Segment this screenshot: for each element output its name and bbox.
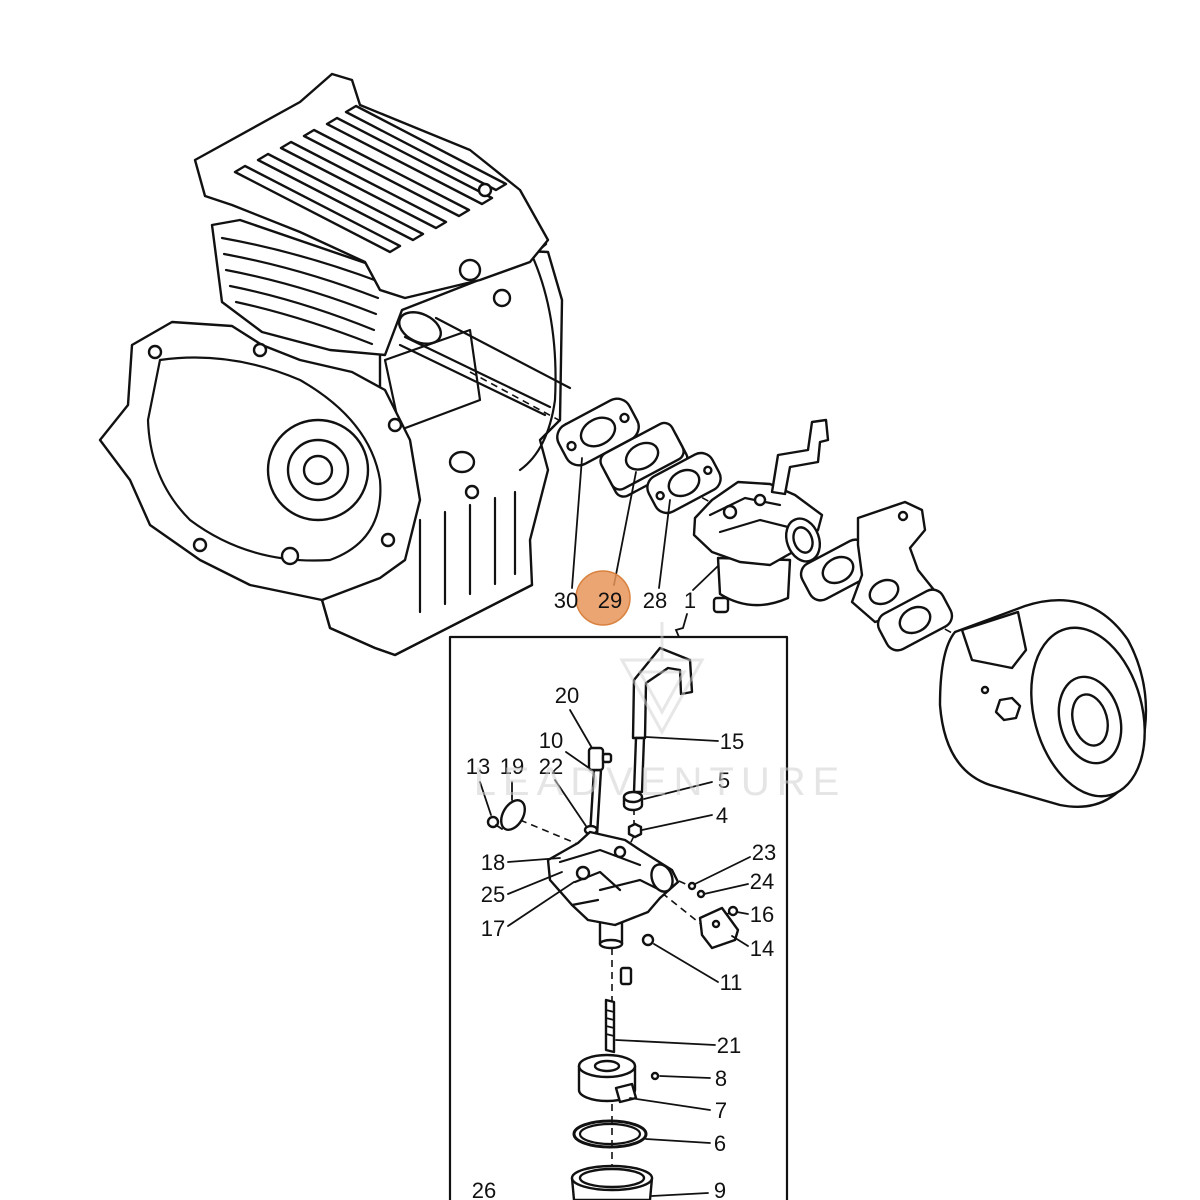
detail-inset-frame: [448, 635, 789, 1200]
callout-7[interactable]: 7: [715, 1098, 727, 1123]
part-11-screw: [641, 933, 655, 947]
cover-bolt: [252, 342, 268, 358]
carburetor-body: [546, 830, 680, 950]
throttle-lever: [770, 418, 830, 496]
intake-studs: [398, 316, 572, 417]
part-9-float-bowl: [570, 1164, 654, 1200]
callout-28[interactable]: 28: [643, 588, 667, 613]
crankcase-boss: [448, 450, 476, 474]
leader-1: [692, 565, 719, 591]
crankcase-ribs: [383, 230, 557, 614]
part-6-bowl-gasket: [572, 1119, 648, 1149]
callout-16[interactable]: 16: [750, 902, 774, 927]
leader-29: [613, 471, 637, 586]
cover-bolt: [147, 344, 163, 360]
callout-6[interactable]: 6: [714, 1131, 726, 1156]
callout-18[interactable]: 18: [481, 850, 505, 875]
selected-callout-highlight[interactable]: [575, 570, 631, 626]
air-cleaner: [938, 599, 1148, 808]
callout-1[interactable]: 1: [684, 588, 696, 613]
callout-24[interactable]: 24: [750, 869, 774, 894]
callout-26[interactable]: 26: [472, 1178, 496, 1200]
gasket-30: [556, 397, 640, 467]
cover-bolt: [192, 537, 208, 553]
head-bolt: [458, 258, 482, 282]
callout-25[interactable]: 25: [481, 882, 505, 907]
carburetor-assembly: [692, 418, 830, 614]
callout-20[interactable]: 20: [555, 683, 579, 708]
callout-13[interactable]: 13: [466, 754, 490, 779]
inset-leader-lines: [479, 709, 751, 1197]
part-23-pin: [687, 881, 697, 891]
callout-8[interactable]: 8: [715, 1066, 727, 1091]
callout-19[interactable]: 19: [500, 754, 524, 779]
crankshaft-end: [302, 454, 334, 486]
callout-9[interactable]: 9: [714, 1178, 726, 1200]
callout-21[interactable]: 21: [717, 1033, 741, 1058]
engine-base: [320, 583, 534, 657]
insulator-spacer-29: [599, 421, 689, 498]
callout-11[interactable]: 11: [720, 970, 743, 995]
head-cooling-fins: [233, 104, 508, 254]
cover-bolt: [380, 532, 396, 548]
callout-17[interactable]: 17: [481, 916, 505, 941]
leader-28: [658, 499, 671, 589]
engine-assembly: [98, 72, 572, 657]
inset-axis: [661, 892, 703, 926]
callout-23[interactable]: 23: [752, 840, 776, 865]
callout-14[interactable]: 14: [750, 936, 774, 961]
cover-bolt: [387, 417, 403, 433]
callout-4[interactable]: 4: [716, 803, 728, 828]
part-4-nut: [627, 822, 643, 839]
part-nozzle: [619, 966, 633, 986]
part-8-screw: [650, 1071, 660, 1081]
part-19-plate: [500, 799, 526, 831]
leader-30: [571, 457, 583, 589]
air-cleaner-gasket-outer: [876, 588, 954, 652]
leadventure-logo-icon: [619, 622, 705, 736]
cylinder-fins: [220, 236, 382, 346]
callout-10[interactable]: 10: [539, 728, 563, 753]
callout-15[interactable]: 15: [720, 729, 744, 754]
air-cleaner-bracket: [850, 500, 936, 624]
watermark-text: LEADVENTURE: [474, 760, 847, 804]
gasket-28: [646, 451, 722, 515]
part-13-screw: [486, 815, 503, 830]
cover-boss: [280, 546, 300, 566]
air-cleaner-strap: [960, 610, 1028, 670]
callout-22[interactable]: 22: [539, 754, 563, 779]
crankcase-boss-small: [464, 484, 480, 500]
leader-1-detail: [674, 613, 688, 638]
gear-cover: [98, 320, 422, 602]
part-21-main-jet: [604, 998, 616, 1054]
part-5-screw: [622, 790, 644, 812]
air-cleaner-gasket: [799, 538, 877, 602]
callout-5[interactable]: 5: [718, 768, 730, 793]
callout-30[interactable]: 30: [554, 588, 578, 613]
callout-29[interactable]: 29: [598, 588, 622, 613]
inset-axis: [519, 819, 581, 846]
gear-cover-inner: [146, 356, 382, 562]
head-bolt: [492, 288, 512, 308]
head-bolt: [477, 182, 493, 198]
air-cleaner-nut: [994, 696, 1022, 722]
part-14-cover-plate: [698, 906, 740, 950]
